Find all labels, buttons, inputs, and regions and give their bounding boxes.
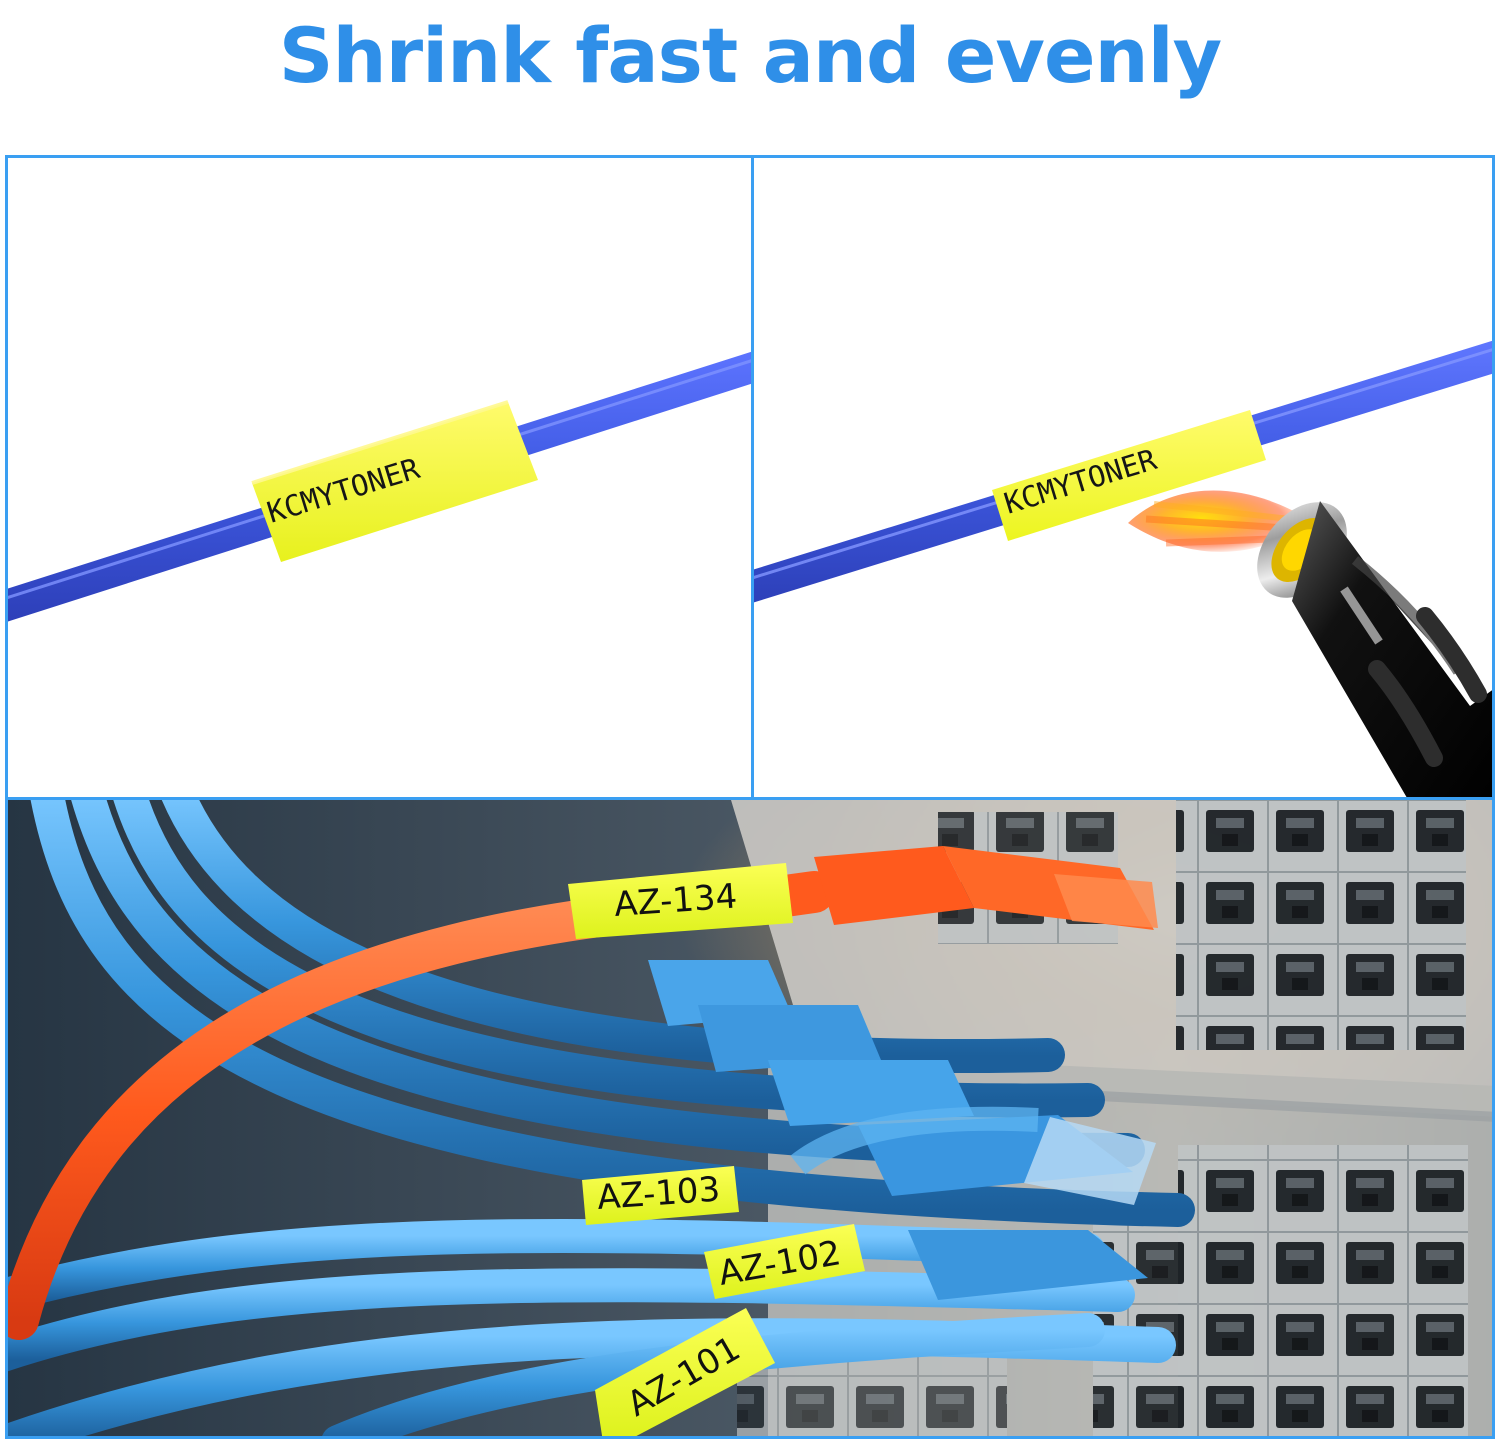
network-scene: AZ-134 AZ-103 AZ-102 AZ-101 (8, 800, 1492, 1436)
blue-connectors (648, 960, 1156, 1300)
network-panel: AZ-134 AZ-103 AZ-102 AZ-101 (5, 797, 1495, 1439)
label-az-103: AZ-103 (582, 1166, 739, 1225)
blue-cable-bundle (8, 800, 1195, 1436)
label-az-134-text: AZ-134 (613, 876, 739, 924)
label-az-103-text: AZ-103 (596, 1169, 722, 1217)
before-scene: KCMYTONER (8, 351, 751, 622)
after-panel: KCMYTONER (751, 155, 1495, 800)
heat-gun-icon (1128, 490, 1492, 797)
headline: Shrink fast and evenly (278, 10, 1222, 100)
before-panel: KCMYTONER (5, 155, 754, 800)
label-az-134: AZ-134 (568, 863, 793, 939)
yellow-shrink-tube: KCMYTONER (251, 400, 538, 562)
after-scene: KCMYTONER (754, 340, 1492, 797)
